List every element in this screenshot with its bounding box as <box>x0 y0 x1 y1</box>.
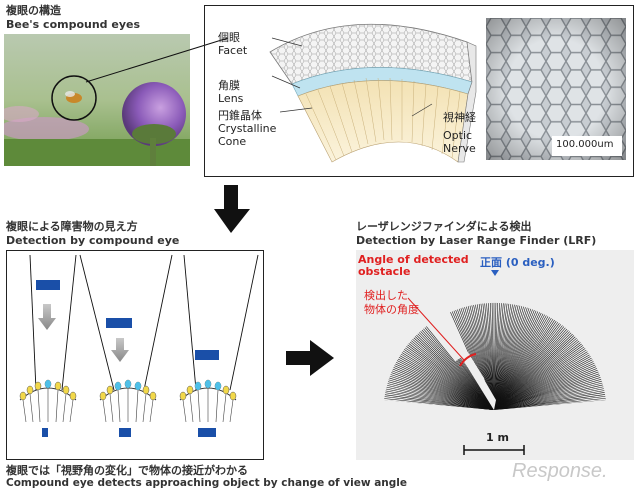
facet-label-en: Facet <box>218 44 248 57</box>
compound-eye-detection-diagram <box>19 254 259 437</box>
facet-label-jp: 個眼 <box>218 31 240 44</box>
lrf-scan-plot <box>384 270 608 455</box>
compound-detect-title-jp: 複眼による障害物の見え方 <box>6 220 138 233</box>
nerve-label-en2: Nerve <box>443 142 476 155</box>
right-arrow-icon <box>286 340 334 376</box>
lrf-title-jp: レーザレンジファインダによる検出 <box>356 220 532 233</box>
panel-middle <box>79 254 173 437</box>
watermark-logo: Response. <box>512 460 608 482</box>
compound-detect-title-en: Detection by compound eye <box>6 234 180 247</box>
panel-near <box>179 254 259 437</box>
panel-far <box>19 254 77 437</box>
cone-label-en1: Crystalline <box>218 122 277 135</box>
bee-photo <box>4 34 190 166</box>
lrf-title-en: Detection by Laser Range Finder (LRF) <box>356 234 597 247</box>
cone-label-en2: Cone <box>218 135 247 148</box>
angle-label-jp1: 検出した <box>364 289 408 302</box>
top-title-en: Bee's compound eyes <box>6 18 141 31</box>
nerve-label-jp: 視神経 <box>443 111 476 124</box>
angle-label-en2: obstacle <box>358 265 411 278</box>
lens-label-jp: 角膜 <box>218 79 240 92</box>
compound-detect-frame <box>6 250 264 460</box>
lrf-scale-label: 1 m <box>486 431 509 444</box>
angle-label-en1: Angle of detected <box>358 253 469 266</box>
lens-label-en: Lens <box>218 92 244 105</box>
bottom-caption-jp: 複眼では「視野角の変化」で物体の接近がわかる <box>6 464 248 477</box>
structure-frame <box>204 5 634 177</box>
top-title-jp: 複眼の構造 <box>6 4 61 17</box>
compound-eye-structure-illustration <box>269 23 477 163</box>
nerve-label-en1: Optic <box>443 129 473 142</box>
cone-label-jp: 円錐晶体 <box>218 109 262 122</box>
bottom-caption-en: Compound eye detects approaching object … <box>6 477 407 489</box>
angle-label-jp2: 物体の角度 <box>364 303 419 316</box>
front-direction-label: 正面 (0 deg.) <box>480 256 555 269</box>
micrograph-photo: 100.000um <box>486 18 626 160</box>
down-arrow-icon <box>214 185 250 233</box>
micrograph-scale-label: 100.000um <box>556 139 614 150</box>
